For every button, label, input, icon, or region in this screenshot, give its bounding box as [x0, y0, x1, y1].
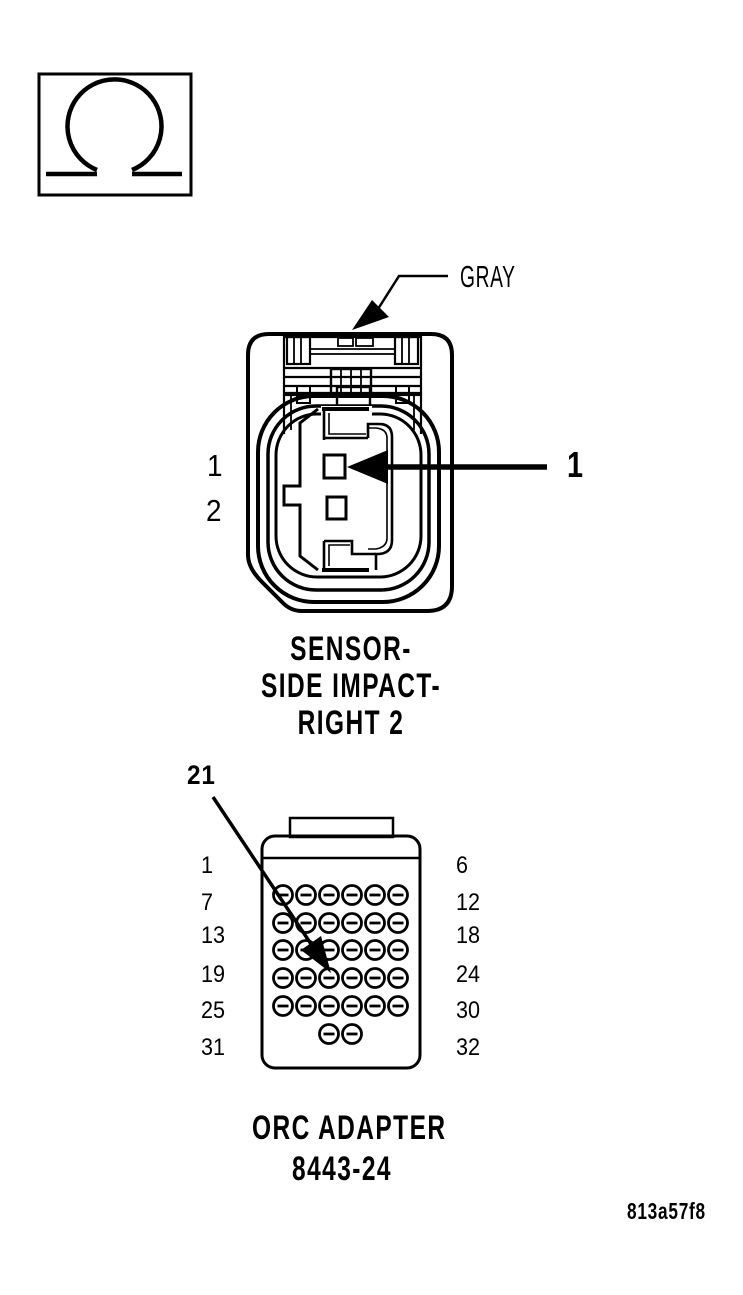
orc-pin-label-1: 1: [201, 852, 214, 879]
orc-pin-cavity: [387, 884, 409, 906]
orc-pin-cavity: [318, 1023, 340, 1045]
orc-pin-label-24: 24: [456, 961, 481, 988]
orc-pin-cavity: [341, 1023, 363, 1045]
orc-pin-label-18: 18: [456, 922, 481, 949]
orc-pin-cavity: [364, 884, 386, 906]
orc-pin-label-31: 31: [201, 1034, 226, 1061]
sensor-pin-1-callout: 1: [567, 444, 584, 485]
orc-pin-label-25: 25: [201, 997, 226, 1024]
pin-1-callout-arrow: [347, 450, 547, 484]
orc-pin-label-30: 30: [456, 997, 481, 1024]
orc-pin-cavity: [387, 939, 409, 961]
orc-pin-cavity: [341, 939, 363, 961]
orc-pin-label-12: 12: [456, 889, 481, 916]
orc-pin-label-13: 13: [201, 922, 226, 949]
orc-pin-cavity: [272, 995, 294, 1017]
gray-color-label: GRAY: [460, 259, 516, 294]
sensor-connector-drawing: [246, 332, 454, 613]
sensor-caption-line-3: RIGHT 2: [297, 704, 405, 742]
orc-pin-label-6: 6: [456, 852, 469, 879]
orc-pin-cavity: [318, 884, 340, 906]
orc-pin-cavity: [341, 912, 363, 934]
orc-pin-cavity: [364, 995, 386, 1017]
sensor-caption-line-1: SENSOR-: [290, 630, 412, 668]
sensor-caption-line-2: SIDE IMPACT-: [261, 667, 442, 705]
orc-pin-cavity: [272, 912, 294, 934]
orc-pin-cavity: [295, 995, 317, 1017]
sensor-terminal-1: [322, 453, 347, 480]
sensor-pin-label-2: 2: [206, 493, 222, 528]
orc-pin-cavity: [318, 912, 340, 934]
orc-pin-label-19: 19: [201, 961, 226, 988]
gray-leader-arrow: [352, 274, 448, 330]
orc-pin-cavity: [295, 967, 317, 989]
orc-pin-cavity: [364, 939, 386, 961]
orc-pin-label-32: 32: [456, 1034, 481, 1061]
orc-pin-cavity: [341, 884, 363, 906]
orc-pin-21-callout: 21: [187, 760, 216, 790]
orc-pin-cavity: [387, 912, 409, 934]
orc-caption-line-1: ORC ADAPTER: [252, 1109, 447, 1147]
orc-caption-line-2: 8443-24: [292, 1150, 392, 1188]
orc-pin-cavity: [364, 967, 386, 989]
orc-pin-cavity: [341, 967, 363, 989]
sensor-pin-label-1: 1: [207, 448, 223, 483]
orc-pin-cavity: [341, 995, 363, 1017]
orc-adapter-connector-drawing: [260, 816, 422, 1070]
orc-pin-cavity: [295, 884, 317, 906]
orc-pin-cavity: [387, 967, 409, 989]
orc-pin-cavity: [387, 995, 409, 1017]
orc-adapter-pin-cavities: [272, 884, 409, 1045]
orc-pin-cavity: [272, 967, 294, 989]
resistance-omega-icon: [37, 72, 193, 197]
orc-pin-cavity: [318, 995, 340, 1017]
orc-pin-cavity: [364, 912, 386, 934]
figure-code: 813a57f8: [627, 1198, 706, 1224]
pin-21-callout-arrow: [211, 796, 331, 973]
sensor-terminal-2: [325, 495, 348, 521]
orc-pin-cavity: [272, 939, 294, 961]
orc-pin-label-7: 7: [201, 889, 214, 916]
